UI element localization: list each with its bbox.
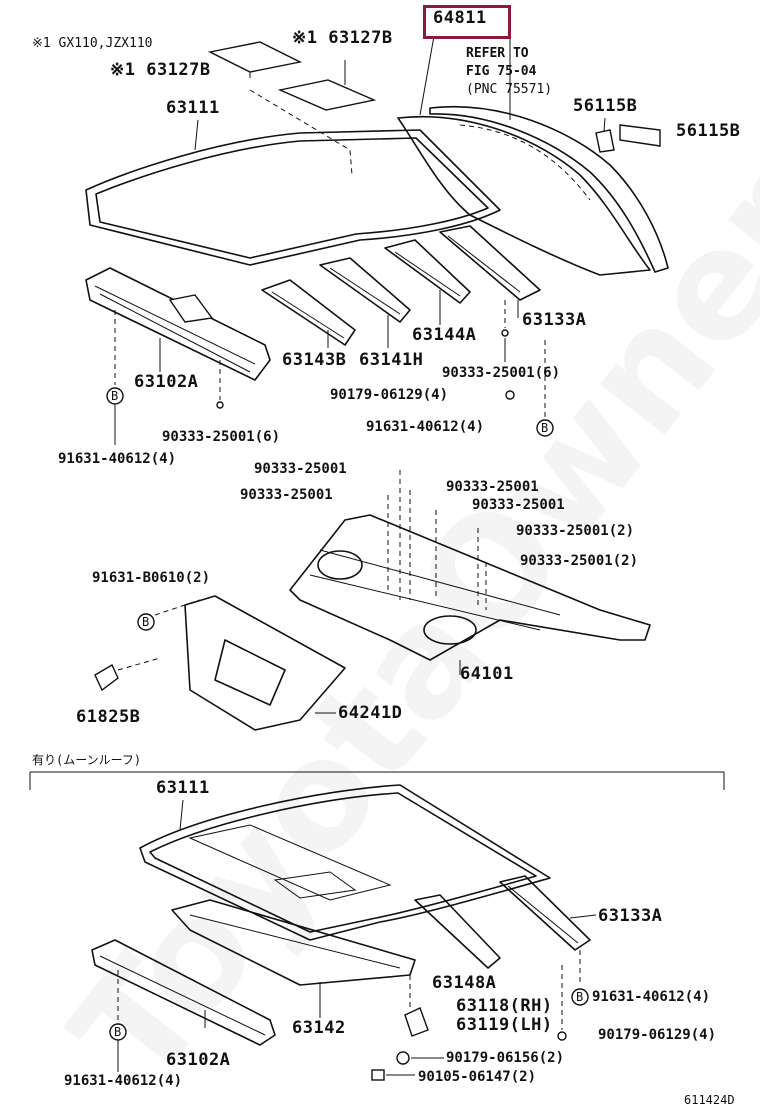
marker-b-bottom-left-text: B [114,1025,122,1039]
label-64241D[interactable]: 64241D [338,703,403,723]
part-63127B-pad-upper [207,41,303,73]
label-90179-06156-2[interactable]: 90179-06156(2) [446,1050,565,1066]
part-90105-06147-bolt [371,1069,385,1081]
label-63127B-a[interactable]: ※1 63127B [292,28,393,48]
marker-b-middle [137,613,155,631]
label-90333-25001-c[interactable]: 90333-25001 [240,487,333,503]
label-90179-06129-4-top[interactable]: 90179-06129(4) [330,387,449,403]
label-90333-25001-d[interactable]: 90333-25001 [472,497,565,513]
label-63102A-bottom[interactable]: 63102A [166,1050,231,1070]
part-63133A-rear-header-moonroof [499,875,591,951]
label-91631-40612-4-bottom-left[interactable]: 91631-40612(4) [64,1073,183,1089]
label-64811[interactable]: 64811 [433,8,487,28]
label-91631-40612-4-bottom[interactable]: 91631-40612(4) [592,989,711,1005]
label-63144A[interactable]: 63144A [412,325,477,345]
marker-b-middle-text: B [142,615,150,629]
label-90333-25001-2-f[interactable]: 90333-25001(2) [520,553,639,569]
part-63148A-roof-bow [414,894,501,969]
label-63127B-b[interactable]: ※1 63127B [110,60,211,80]
part-63133A-rear-header [439,225,541,301]
note-refer-3: (PNC 75571) [466,82,553,97]
note-refer-1: REFER TO [466,46,529,61]
part-63111-roof-panel [85,89,501,266]
label-90333-25001-6-left[interactable]: 90333-25001(6) [162,429,281,445]
label-90333-25001-6-right[interactable]: 90333-25001(6) [442,365,561,381]
label-90105-06147-2[interactable]: 90105-06147(2) [418,1069,537,1085]
label-90179-06129-4-bottom[interactable]: 90179-06129(4) [598,1027,717,1043]
label-91631-B0610-2[interactable]: 91631-B0610(2) [92,570,211,586]
note-moonroof: 有り(ムーンルーフ) [32,753,142,767]
part-63111-moonroof-panel [139,784,551,941]
label-63133A-top[interactable]: 63133A [522,310,587,330]
label-91631-40612-4-right[interactable]: 91631-40612(4) [366,419,485,435]
marker-b-top-left [106,387,124,405]
marker-b-top-right [536,419,554,437]
part-63118-63119-bracket [404,1007,429,1037]
marker-b-top-left-text: B [111,389,119,403]
marker-b-bottom-right-text: B [576,990,584,1004]
marker-b-bottom-right [571,988,589,1006]
part-61825B-plug [94,664,119,692]
highlight-box-64811 [423,5,511,39]
label-91631-40612-4-left[interactable]: 91631-40612(4) [58,451,177,467]
part-63102A-front-header-moonroof [91,939,276,1046]
label-63141H[interactable]: 63141H [359,350,424,370]
note-refer-2: FIG 75-04 [466,64,537,79]
marker-b-top-right-text: B [541,421,549,435]
label-63118[interactable]: 63118(RH) [456,996,553,1016]
label-61825B[interactable]: 61825B [76,707,141,727]
part-56115B-clips [595,117,661,153]
label-63111-top[interactable]: 63111 [166,98,220,118]
part-63141H-roof-bow [319,257,411,323]
label-63148A[interactable]: 63148A [432,973,497,993]
label-56115B-b[interactable]: 56115B [676,121,741,141]
label-63133A-bottom[interactable]: 63133A [598,906,663,926]
part-63144A-roof-bow [384,239,471,304]
part-63143B-roof-bow [261,279,356,346]
label-63111-bottom[interactable]: 63111 [156,778,210,798]
figure-code: 611424D [684,1093,735,1107]
label-90333-25001-b[interactable]: 90333-25001 [446,479,539,495]
label-63119[interactable]: 63119(LH) [456,1015,553,1035]
label-56115B-a[interactable]: 56115B [573,96,638,116]
label-90333-25001-2-e[interactable]: 90333-25001(2) [516,523,635,539]
note-applicability: ※1 GX110,JZX110 [32,36,153,51]
label-90333-25001-a[interactable]: 90333-25001 [254,461,347,477]
label-63102A-top[interactable]: 63102A [134,372,199,392]
marker-b-bottom-left [109,1023,127,1041]
part-63142-moonroof-frame [171,899,416,986]
part-64811-back-window [397,105,669,276]
part-90179-06156-nut [396,1051,410,1065]
part-63127B-pad-lower [277,79,377,111]
part-63102A-front-header [85,267,271,381]
label-63142[interactable]: 63142 [292,1018,346,1038]
part-64101-package-tray [289,514,651,661]
part-64241D-rear-panel [184,595,346,731]
label-64101[interactable]: 64101 [460,664,514,684]
label-63143B[interactable]: 63143B [282,350,347,370]
